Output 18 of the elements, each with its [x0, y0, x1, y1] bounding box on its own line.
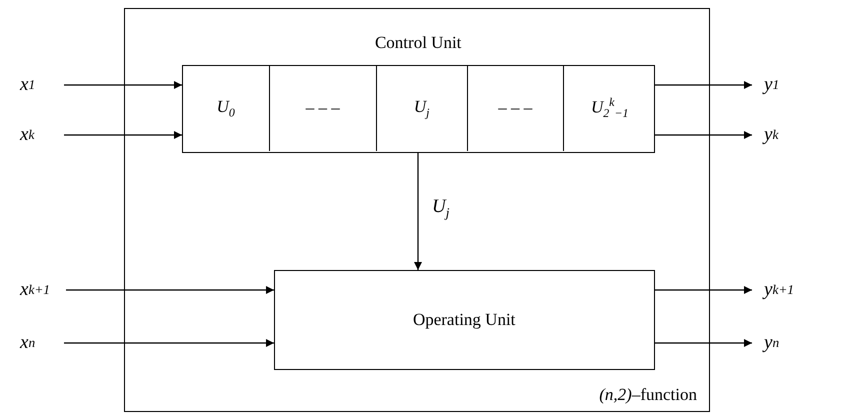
arrow	[64, 131, 182, 139]
cell-label: – – –	[306, 98, 340, 118]
block-label: (n,2)–function	[599, 385, 697, 405]
cell-label: – – –	[498, 98, 532, 118]
arrow	[655, 339, 752, 347]
unit-label: Operating Unit	[412, 310, 516, 330]
operating-unit-box	[274, 270, 655, 370]
arrow	[655, 131, 752, 139]
arrow	[414, 153, 422, 270]
arrow	[655, 286, 752, 294]
arrow	[655, 81, 752, 89]
arrow	[66, 286, 274, 294]
cell-label: U$_{0}$	[216, 96, 235, 120]
arrow	[64, 81, 182, 89]
cell-label: U$_{j}$	[414, 96, 430, 120]
arrow	[64, 339, 274, 347]
unit-heading: Control Unit	[374, 32, 462, 53]
function-block	[124, 8, 710, 412]
